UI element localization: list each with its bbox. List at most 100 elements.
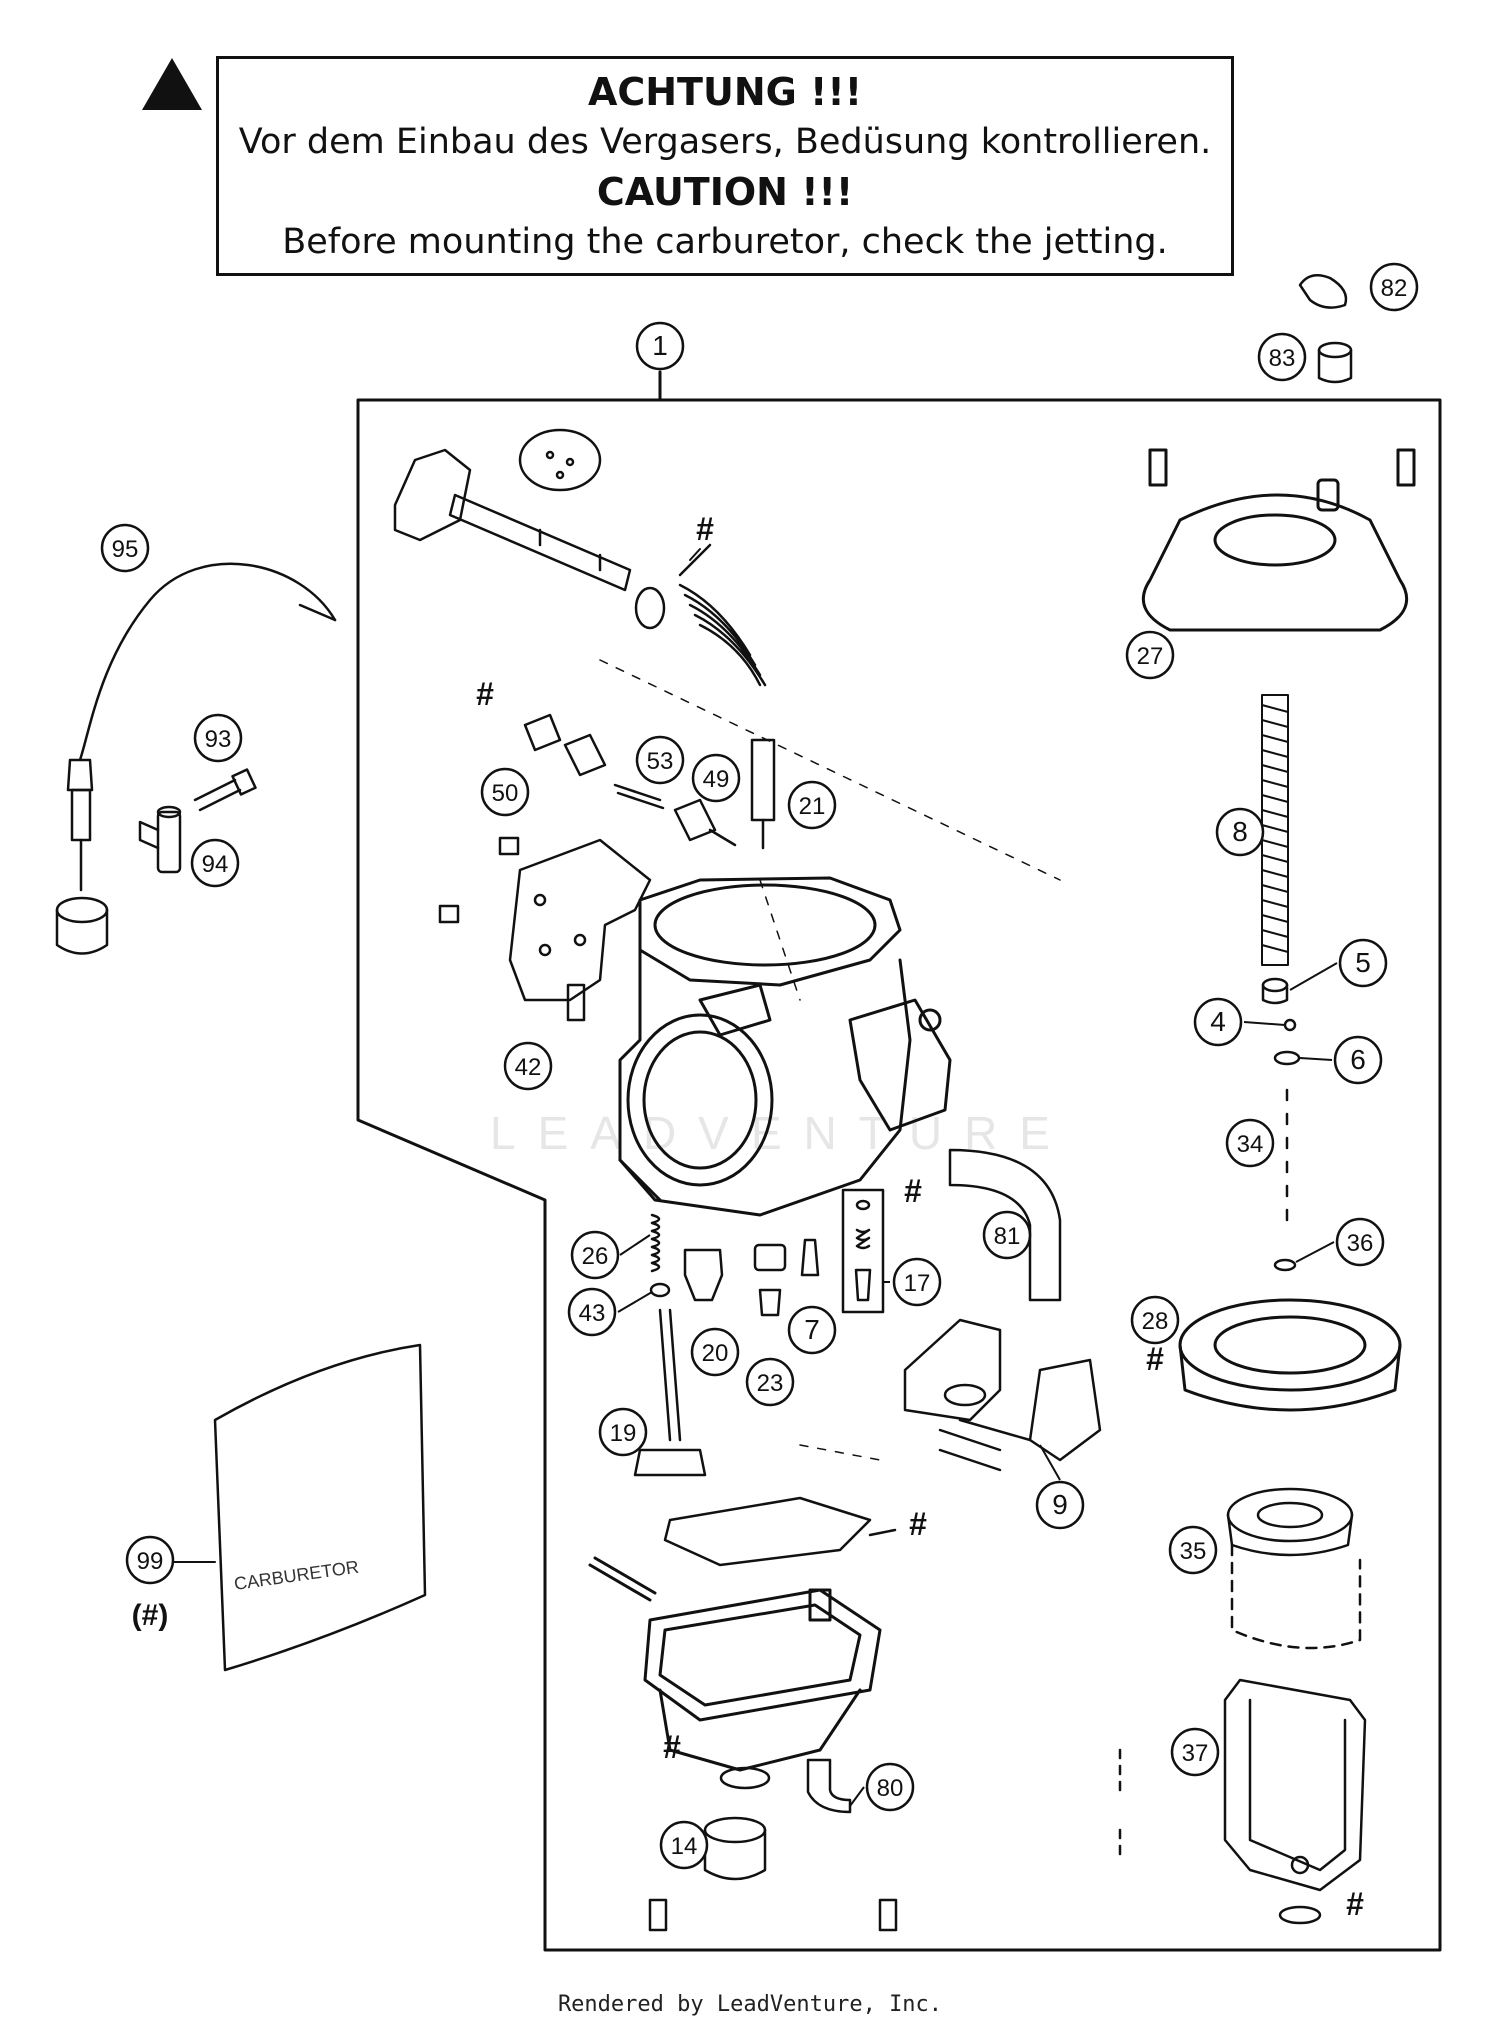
callout-leader-43 <box>617 1291 653 1313</box>
kit-mark-3: # <box>904 1173 922 1209</box>
callout-circle-23 <box>745 1357 795 1407</box>
callout-circle-81 <box>982 1210 1032 1260</box>
callout-circle-20 <box>690 1327 740 1377</box>
choke-bracket <box>438 836 652 1022</box>
kit-mark-2: # <box>476 676 494 712</box>
callout-circle-43 <box>567 1287 617 1337</box>
callout-1: 1 <box>652 330 668 361</box>
callout-circle-42 <box>503 1041 553 1091</box>
callout-circle-7 <box>787 1305 837 1355</box>
callout-circle-36 <box>1335 1217 1385 1267</box>
pilot-screw-parts <box>523 713 776 850</box>
needle-parts <box>1261 977 1301 1272</box>
footer-credit: Rendered by LeadVenture, Inc. <box>557 1992 943 2017</box>
callout-leader-9 <box>1039 1444 1061 1481</box>
callout-42: 42 <box>515 1054 542 1081</box>
callout-circle-37 <box>1170 1727 1220 1777</box>
callout-circle-53 <box>635 735 685 785</box>
callout-37: 37 <box>1182 1740 1209 1767</box>
callout-circle-82 <box>1369 262 1419 312</box>
carburetor-body <box>618 876 952 1217</box>
callout-circle-94 <box>190 838 240 888</box>
callout-94: 94 <box>202 851 229 878</box>
callout-circle-26 <box>570 1230 620 1280</box>
callout-8: 8 <box>1232 816 1248 847</box>
callout-leader-36 <box>1295 1241 1335 1263</box>
throttle-cable <box>55 562 337 955</box>
callout-circle-50 <box>480 767 530 817</box>
callout-99: 99 <box>137 1548 164 1575</box>
callout-circle-83 <box>1257 332 1307 382</box>
callout-circle-93 <box>193 713 243 763</box>
callout-leader-6 <box>1299 1057 1333 1061</box>
callout-81: 81 <box>994 1223 1021 1250</box>
callout-circle-34 <box>1225 1118 1275 1168</box>
kit-bag-label: CARBURETOR <box>233 1557 360 1594</box>
callout-leader-4 <box>1243 1021 1286 1026</box>
kit-note: (#) <box>132 1599 169 1632</box>
callout-circle-27 <box>1125 630 1175 680</box>
clamp-clip <box>1298 273 1348 309</box>
callout-17: 17 <box>904 1270 931 1297</box>
callout-36: 36 <box>1347 1230 1374 1257</box>
housing-o-ring <box>1278 1905 1322 1925</box>
callout-93: 93 <box>205 726 232 753</box>
callout-leader-5 <box>1289 962 1338 991</box>
float-bowl <box>588 1556 882 1772</box>
small-cap <box>1317 341 1353 384</box>
cable-screw <box>193 768 257 812</box>
callout-circle-5 <box>1338 938 1388 988</box>
caution-text-de: Vor dem Einbau des Vergasers, Bedüsung k… <box>238 122 1212 162</box>
kit-mark-6: # <box>663 1729 681 1765</box>
callout-50: 50 <box>492 780 519 807</box>
throttle-slide <box>1226 1487 1362 1650</box>
callout-20: 20 <box>702 1340 729 1367</box>
callout-circle-9 <box>1035 1480 1085 1530</box>
callout-6: 6 <box>1350 1044 1366 1075</box>
callout-circle-95 <box>100 523 150 573</box>
callout-circle-49 <box>691 753 741 803</box>
callout-circle-21 <box>787 780 837 830</box>
bowl-screws <box>648 1898 898 1932</box>
gasket-kit-bag <box>213 1343 427 1672</box>
callout-circle-80 <box>865 1762 915 1812</box>
vent-hose <box>948 1148 1062 1302</box>
warning-triangle-icon <box>142 58 202 110</box>
callout-circle-99 <box>125 1535 175 1585</box>
caution-title-de: ACHTUNG !!! <box>587 70 863 114</box>
float-bowl-gasket <box>663 1496 872 1567</box>
throttle-shaft <box>393 428 632 592</box>
callout-9: 9 <box>1052 1489 1068 1520</box>
throttle-spring <box>634 543 767 687</box>
callout-circle-8 <box>1215 807 1265 857</box>
callout-80: 80 <box>877 1775 904 1802</box>
float-needle-kit <box>841 1188 885 1314</box>
callout-circle-1 <box>635 321 685 371</box>
callout-circle-6 <box>1333 1035 1383 1085</box>
callout-43: 43 <box>579 1300 606 1327</box>
cable-clamp <box>138 805 182 874</box>
caution-title-en: CAUTION !!! <box>596 170 854 214</box>
callout-circle-14 <box>659 1820 709 1870</box>
callout-49: 49 <box>703 766 730 793</box>
slide-spring <box>1261 694 1289 966</box>
top-cover <box>1141 448 1416 632</box>
callout-circle-35 <box>1168 1525 1218 1575</box>
callout-53: 53 <box>647 748 674 775</box>
callout-26: 26 <box>582 1243 609 1270</box>
callout-83: 83 <box>1269 345 1296 372</box>
drain-hose <box>806 1758 852 1814</box>
kit-mark-7: # <box>1346 1886 1364 1922</box>
callout-34: 34 <box>1237 1131 1264 1158</box>
callout-14: 14 <box>671 1833 698 1860</box>
float-parts <box>649 1213 820 1317</box>
callout-35: 35 <box>1180 1538 1207 1565</box>
drain-o-ring <box>719 1766 771 1790</box>
kit-mark-4: # <box>1146 1341 1164 1377</box>
callout-19: 19 <box>610 1420 637 1447</box>
callout-leader-26 <box>619 1234 651 1256</box>
callout-circle-4 <box>1193 997 1243 1047</box>
assembly-frame <box>356 398 1442 1952</box>
callout-21: 21 <box>799 793 826 820</box>
